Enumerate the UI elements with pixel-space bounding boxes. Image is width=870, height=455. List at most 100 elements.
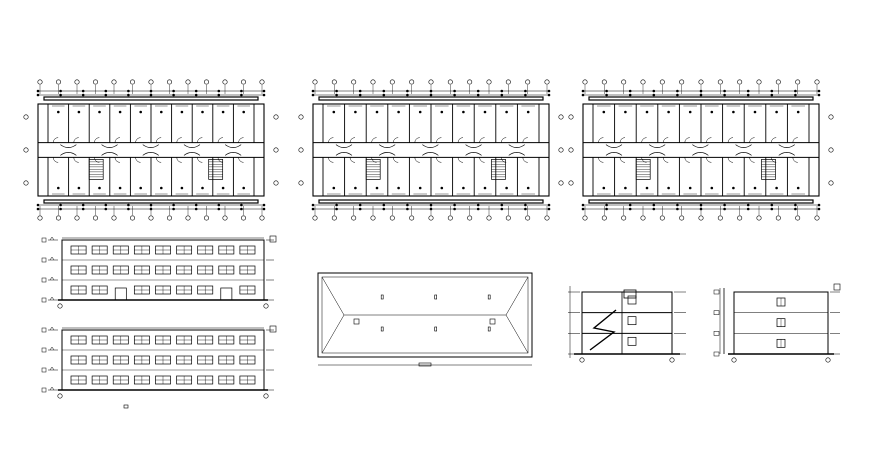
dimension-tick (358, 203, 362, 207)
dimension-tick (335, 89, 338, 93)
dimension-tick (221, 186, 225, 190)
fixture-arc (465, 152, 482, 156)
grid-bubble (241, 215, 247, 221)
grid-bubble (167, 79, 173, 85)
door-swing (114, 157, 120, 163)
fixture-arc (101, 144, 118, 148)
grid-bubble (544, 79, 550, 85)
fixture-arc (422, 144, 439, 148)
dimension-tick (104, 207, 108, 211)
level-tag (713, 351, 720, 357)
title-tag (833, 283, 841, 291)
dimension-tick (732, 186, 735, 190)
dimension-tick (440, 110, 444, 114)
grid-bubble (148, 79, 154, 85)
roof-drain (434, 326, 438, 332)
door-swing (392, 137, 399, 143)
fixture-arc (60, 144, 77, 148)
dimension-tick (628, 207, 632, 211)
grid-bubble (351, 79, 357, 85)
dimension-tick (440, 186, 444, 190)
fixture-arc (142, 152, 159, 156)
fixture-arc (605, 144, 623, 148)
fixture-arc (778, 144, 795, 148)
dimension-tick (262, 89, 266, 93)
entrance-door (220, 287, 233, 301)
grid-bubble (640, 215, 646, 221)
fixture-arc (101, 152, 118, 156)
floor-plan-top (568, 79, 834, 221)
dimension-tick (676, 203, 679, 207)
fixture-arc (735, 152, 752, 156)
door-swing (479, 157, 485, 163)
dimension-tick (149, 93, 153, 97)
grid-bubble (568, 114, 574, 120)
grid-bubble (409, 79, 415, 85)
dimension-tick (221, 110, 225, 114)
floor-plan-typical (298, 79, 564, 221)
floor-plan-ground (23, 79, 279, 221)
dimension-tick (382, 93, 386, 97)
dimension-tick (688, 110, 692, 114)
dimension-tick (118, 186, 122, 190)
level-tag (41, 277, 47, 283)
dimension-tick (817, 207, 821, 211)
grid-bubble (111, 215, 117, 221)
door-swing (684, 137, 690, 143)
hip-line (321, 314, 345, 354)
grid-bubble (204, 215, 210, 221)
dimension-tick (382, 203, 386, 207)
grid-bubble (505, 215, 511, 221)
rear-elevation (41, 325, 277, 409)
dimension-tick (628, 93, 632, 97)
dimension-tick (98, 186, 101, 190)
level-triangle (49, 346, 55, 351)
dimension-tick (602, 186, 606, 190)
dimension-tick (605, 93, 608, 97)
dimension-tick (524, 203, 527, 207)
dimension-tick (483, 110, 487, 114)
grid-bubble (273, 180, 279, 186)
grid-bubble (298, 180, 304, 186)
fixture-arc (735, 144, 752, 148)
grid-bubble (795, 215, 801, 221)
grid-bubble (659, 79, 665, 85)
dimension-tick (476, 207, 480, 211)
grid-bubble (558, 147, 564, 153)
dimension-tick (710, 186, 714, 190)
dimension-tick (581, 89, 585, 93)
dimension-tick (127, 89, 130, 93)
grid-bubble (659, 215, 665, 221)
grid-bubble (814, 215, 820, 221)
door-swing (598, 137, 604, 143)
door-swing (792, 137, 798, 143)
door-swing (684, 157, 690, 163)
entrance-door (114, 287, 127, 301)
scale-mark (123, 404, 129, 409)
stair-flight (589, 309, 617, 351)
dimension-tick (127, 93, 130, 97)
fixture-arc (60, 152, 77, 156)
dimension-tick (375, 110, 379, 114)
dimension-tick (581, 93, 585, 97)
dimension-tick (36, 207, 40, 211)
grid-bubble (428, 79, 434, 85)
dimension-tick (628, 89, 632, 93)
door-swing (238, 137, 244, 143)
grid-bubble (579, 357, 585, 363)
front-elevation (41, 235, 277, 309)
dimension-tick (240, 207, 243, 211)
door-swing (217, 137, 223, 143)
building-section (568, 286, 686, 363)
dimension-tick (104, 203, 108, 207)
grid-bubble (93, 79, 99, 85)
grid-bubble (74, 79, 80, 85)
door-swing (619, 157, 626, 163)
dimension-tick (77, 110, 81, 114)
dimension-tick (732, 110, 735, 114)
grid-bubble (222, 215, 228, 221)
door-swing (479, 137, 485, 143)
dimension-label-block (418, 362, 432, 367)
grid-bubble (486, 79, 492, 85)
dimension-tick (753, 110, 757, 114)
